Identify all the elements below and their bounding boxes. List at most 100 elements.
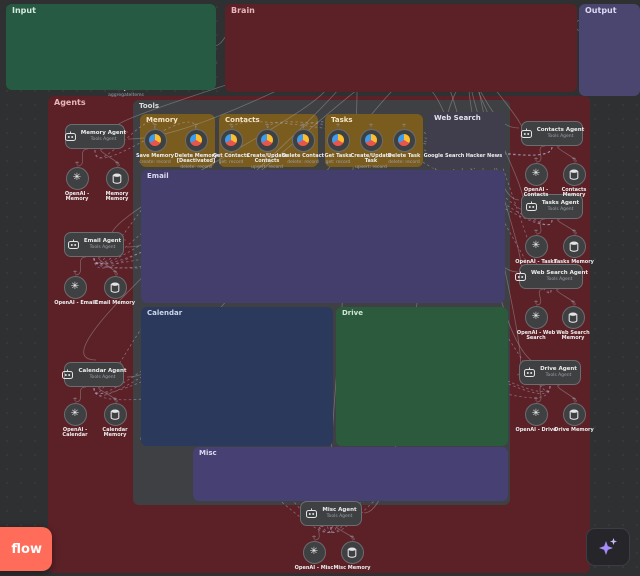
airtable-icon (261, 134, 273, 146)
robot-icon (514, 271, 527, 282)
node-calendar-memory[interactable] (103, 402, 127, 426)
database-icon (569, 169, 579, 180)
node-misc-memory[interactable] (340, 540, 364, 564)
node-openai-memory[interactable]: ✳ (65, 166, 89, 190)
node-create-update-contacts[interactable] (255, 128, 279, 152)
node-subtitle: Tools Agent (546, 276, 573, 282)
sticky-output[interactable]: Output (579, 4, 640, 96)
node-web-search-memory[interactable] (561, 305, 585, 329)
robot-icon (305, 508, 318, 519)
robot-icon (520, 128, 533, 139)
sticky-label-memory: Memory (146, 116, 178, 124)
sparkle-icon (599, 538, 617, 556)
node-subtitle: Tools Agent (89, 374, 116, 380)
robot-icon (61, 369, 74, 380)
database-icon (568, 312, 578, 323)
node-subtitle: Tools Agent (547, 133, 574, 139)
node-save-memory[interactable] (143, 128, 167, 152)
node-memory-memory[interactable] (105, 166, 129, 190)
sticky-drive[interactable]: Drive (336, 307, 508, 446)
openai-icon: ✳ (531, 311, 541, 322)
node-openai-tasks[interactable]: ✳ (524, 234, 548, 258)
sticky-label-tools: Tools (139, 102, 160, 110)
node-delete-contact[interactable] (291, 128, 315, 152)
sticky-label-brain: Brain (231, 6, 255, 15)
airtable-icon (365, 134, 377, 146)
node-drive-memory[interactable] (562, 402, 586, 426)
workflow-toast-label: flow (11, 541, 42, 557)
openai-icon: ✳ (531, 408, 541, 419)
openai-icon: ✳ (531, 240, 541, 251)
database-icon (347, 547, 357, 558)
sticky-email[interactable]: Email (141, 170, 505, 303)
node-get-contacts[interactable] (219, 128, 243, 152)
database-icon (112, 173, 122, 184)
node-openai-calendar[interactable]: ✳ (63, 402, 87, 426)
sticky-label-tasks: Tasks (331, 116, 353, 124)
airtable-icon (297, 134, 309, 146)
sticky-misc[interactable]: Misc (193, 447, 508, 501)
node-title: Drive Agent (540, 366, 577, 373)
node-title: Web Search Agent (530, 270, 589, 277)
robot-icon (67, 239, 80, 250)
node-subtitle: Tools Agent (326, 513, 353, 519)
node-title: Contacts Agent (536, 127, 585, 134)
openai-icon: ✳ (72, 172, 82, 183)
node-delete-memory[interactable] (184, 128, 208, 152)
database-icon (110, 409, 120, 420)
sticky-label-input: Input (12, 6, 36, 15)
node-tasks-memory[interactable] (562, 234, 586, 258)
sticky-label-output: Output (585, 6, 617, 15)
sticky-calendar[interactable]: Calendar (141, 307, 333, 446)
workflow-toast-button[interactable]: flow (0, 527, 52, 571)
node-delete-task[interactable] (392, 128, 416, 152)
sticky-label-web-search: Web Search (434, 114, 481, 122)
openai-icon: ✳ (70, 408, 80, 419)
robot-icon (64, 131, 77, 142)
airtable-icon (225, 134, 237, 146)
sticky-input[interactable]: Input (6, 4, 216, 90)
node-openai-email[interactable]: ✳ (63, 275, 87, 299)
sticky-web-search[interactable]: Web Search (428, 112, 505, 168)
node-subtitle: Tools Agent (90, 136, 117, 142)
node-subtitle: Tools Agent (545, 372, 572, 378)
database-icon (110, 282, 120, 293)
node-subtitle: Tools Agent (89, 244, 116, 250)
node-email-memory[interactable] (103, 275, 127, 299)
ai-assistant-button[interactable] (586, 528, 630, 566)
sticky-label-misc: Misc (199, 449, 217, 457)
node-subtitle: Tools Agent (547, 206, 574, 212)
sticky-label-agents: Agents (54, 98, 86, 107)
openai-icon: ✳ (70, 281, 80, 292)
airtable-icon (398, 134, 410, 146)
node-get-tasks[interactable] (326, 128, 350, 152)
sticky-label-email: Email (147, 172, 169, 180)
database-icon (569, 409, 579, 420)
sticky-label-contacts: Contacts (225, 116, 260, 124)
airtable-icon (332, 134, 344, 146)
node-openai-contacts[interactable]: ✳ (524, 162, 548, 186)
robot-icon (523, 367, 536, 378)
node-openai-drive[interactable]: ✳ (524, 402, 548, 426)
database-icon (569, 241, 579, 252)
node-openai-web-search[interactable]: ✳ (524, 305, 548, 329)
robot-icon (525, 201, 538, 212)
node-title: Tasks Agent (541, 200, 580, 207)
airtable-icon (149, 134, 161, 146)
node-contacts-memory[interactable] (562, 162, 586, 186)
openai-icon: ✳ (309, 546, 319, 557)
sticky-brain[interactable]: Brain (225, 4, 577, 92)
airtable-icon (190, 134, 202, 146)
node-openai-misc[interactable]: ✳ (302, 540, 326, 564)
node-create-update-task[interactable] (359, 128, 383, 152)
openai-icon: ✳ (531, 168, 541, 179)
